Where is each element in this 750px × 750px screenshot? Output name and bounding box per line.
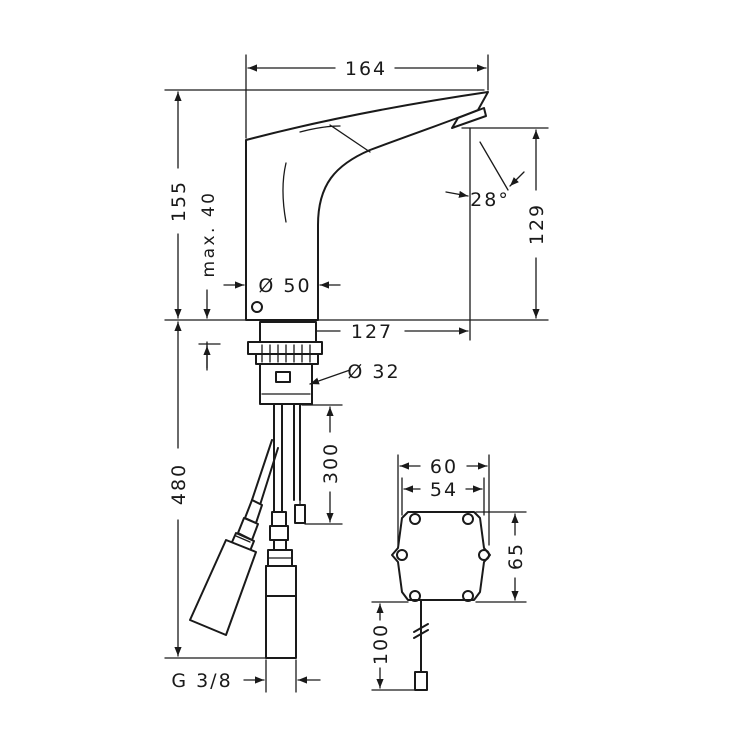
dimension-480 [164,321,267,659]
dim-label-65: 65 [505,542,527,570]
dimension-155 [164,89,485,321]
control-box-cable [413,599,429,691]
dimension-65 [475,511,527,603]
dim-label-54: 54 [430,479,458,501]
dim-label-155: 155 [168,180,190,222]
dim-label-100: 100 [370,623,392,665]
dimension-129 [317,127,549,321]
vertical-solenoid-valve [265,511,297,659]
dim-label-g-3-8: G 3/8 [171,670,232,692]
hoses [251,403,306,524]
dim-label-60: 60 [430,456,458,478]
dimension-60 [397,454,490,546]
dimension-127 [282,127,471,341]
faucet-body [245,91,489,321]
dim-label-diameter-50: Ø 50 [258,275,311,297]
dimension-g-3-8 [243,659,321,693]
dimension-diameter-32 [309,369,351,385]
dim-label-164: 164 [345,58,387,80]
dim-label-diameter-32: Ø 32 [347,361,400,383]
dimension-angle-28 [445,141,525,198]
dim-label-480: 480 [168,463,190,505]
dimension-100 [371,601,415,691]
dimension-54 [401,477,485,516]
mounting-shank [247,321,323,405]
dimension-164 [245,54,489,139]
base-button [251,301,263,313]
dim-label-129: 129 [526,203,548,245]
dim-label-127: 127 [351,321,393,343]
sensor-nozzle [451,107,487,129]
dimension-300 [301,404,343,525]
control-box [391,511,491,602]
dim-label-max-40: max. 40 [199,191,219,278]
dim-label-300: 300 [320,442,342,484]
angled-solenoid-valve [189,499,263,636]
dim-label-angle-28: 28° [470,189,510,211]
dimension-max-40 [198,289,221,371]
